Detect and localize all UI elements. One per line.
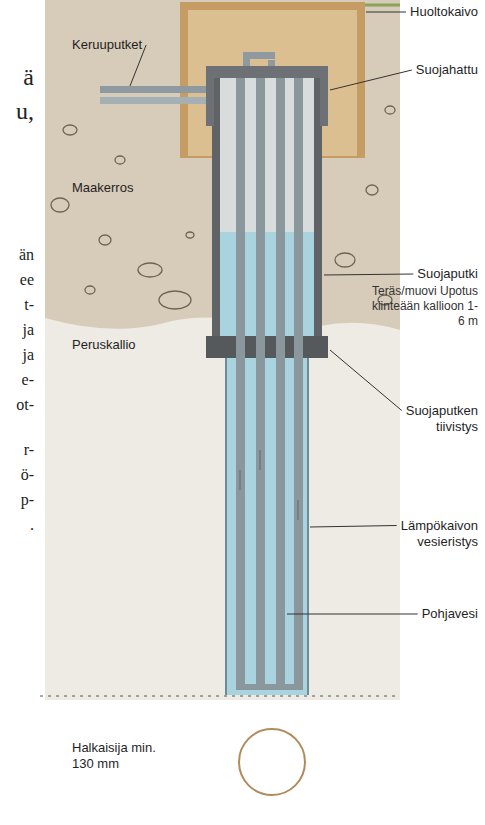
protective-cap	[206, 66, 328, 78]
article-text-fragment: ä	[23, 64, 34, 90]
pipe-marks	[240, 450, 298, 520]
part-label: Suojaputken tiivistys	[386, 403, 478, 435]
part-label: Peruskallio	[72, 337, 136, 353]
casing-interior	[212, 70, 322, 340]
part-label: Halkaisija min. 130 mm	[72, 740, 162, 772]
article-text-fragment: r-	[24, 441, 34, 459]
leader-line	[330, 350, 402, 411]
bedrock	[45, 300, 400, 700]
article-text-fragment: ja	[22, 321, 34, 339]
article-text-fragment: p-	[21, 491, 34, 509]
part-label: Huoltokaivo	[410, 4, 478, 20]
grass	[365, 4, 400, 7]
borehole-wall	[307, 358, 309, 695]
casing-seal	[206, 336, 328, 358]
protective-cap	[320, 66, 328, 126]
article-text-fragment: ö-	[21, 466, 34, 484]
leader-line	[330, 70, 412, 90]
part-label: Lämpökaivon vesieristys	[386, 518, 478, 550]
diameter-circle	[239, 729, 305, 795]
collector-pipe-loop	[236, 78, 303, 690]
part-label: Suojaputki	[417, 266, 478, 282]
borehole-wall	[225, 358, 227, 695]
leader-line	[310, 526, 397, 528]
article-text-fragment: ot-	[16, 396, 34, 414]
part-label: Pohjavesi	[422, 606, 478, 622]
article-text-fragment: u,	[16, 98, 34, 124]
part-label: Maakerros	[72, 180, 133, 196]
leader-line	[287, 614, 418, 615]
article-text-fragment: .	[30, 516, 34, 534]
article-text-fragment: ja	[22, 346, 34, 364]
protective-cap	[206, 66, 214, 126]
leader-line	[366, 12, 406, 13]
leader-line	[324, 274, 413, 275]
part-label: Keruuputket	[72, 37, 142, 53]
article-text-fragment: t-	[24, 296, 34, 314]
article-text-fragment: ee	[20, 271, 34, 289]
bottom-line	[40, 696, 400, 697]
part-label: Teräs/muovi Upotus kiinteään kallioon 1-…	[366, 284, 478, 329]
article-text-fragment: e-	[22, 371, 34, 389]
part-label: Suojahattu	[416, 62, 478, 78]
article-text-fragment: än	[19, 246, 34, 264]
